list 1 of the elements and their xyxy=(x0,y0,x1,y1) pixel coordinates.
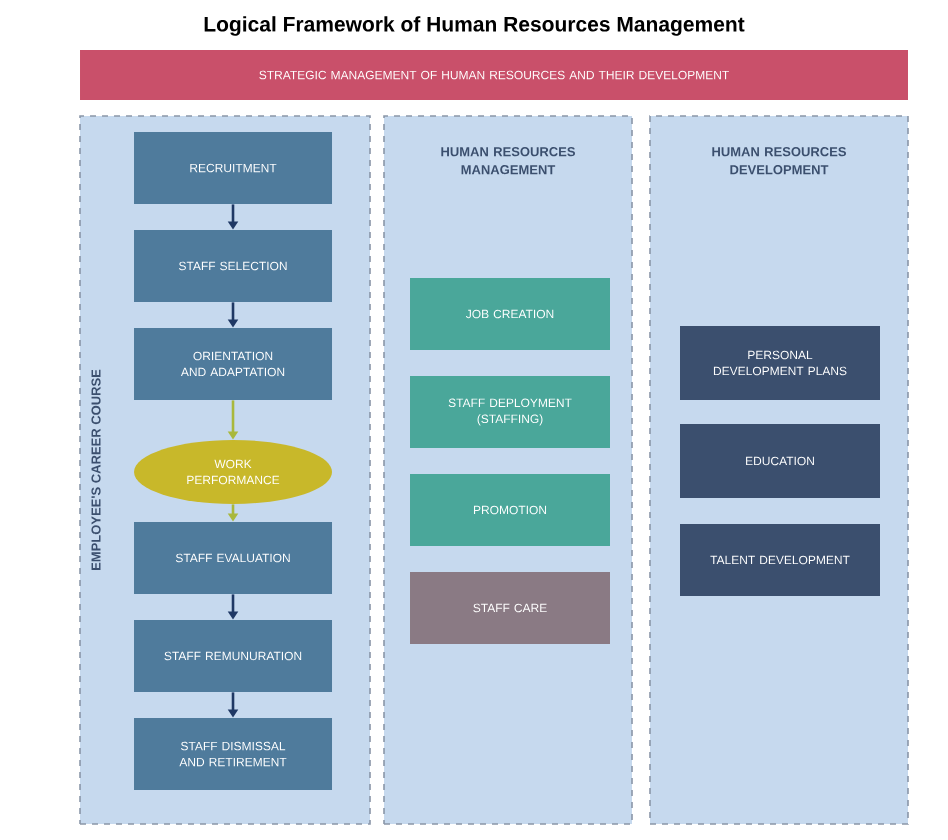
title: Logical Framework of Human Resources Management xyxy=(204,16,745,36)
